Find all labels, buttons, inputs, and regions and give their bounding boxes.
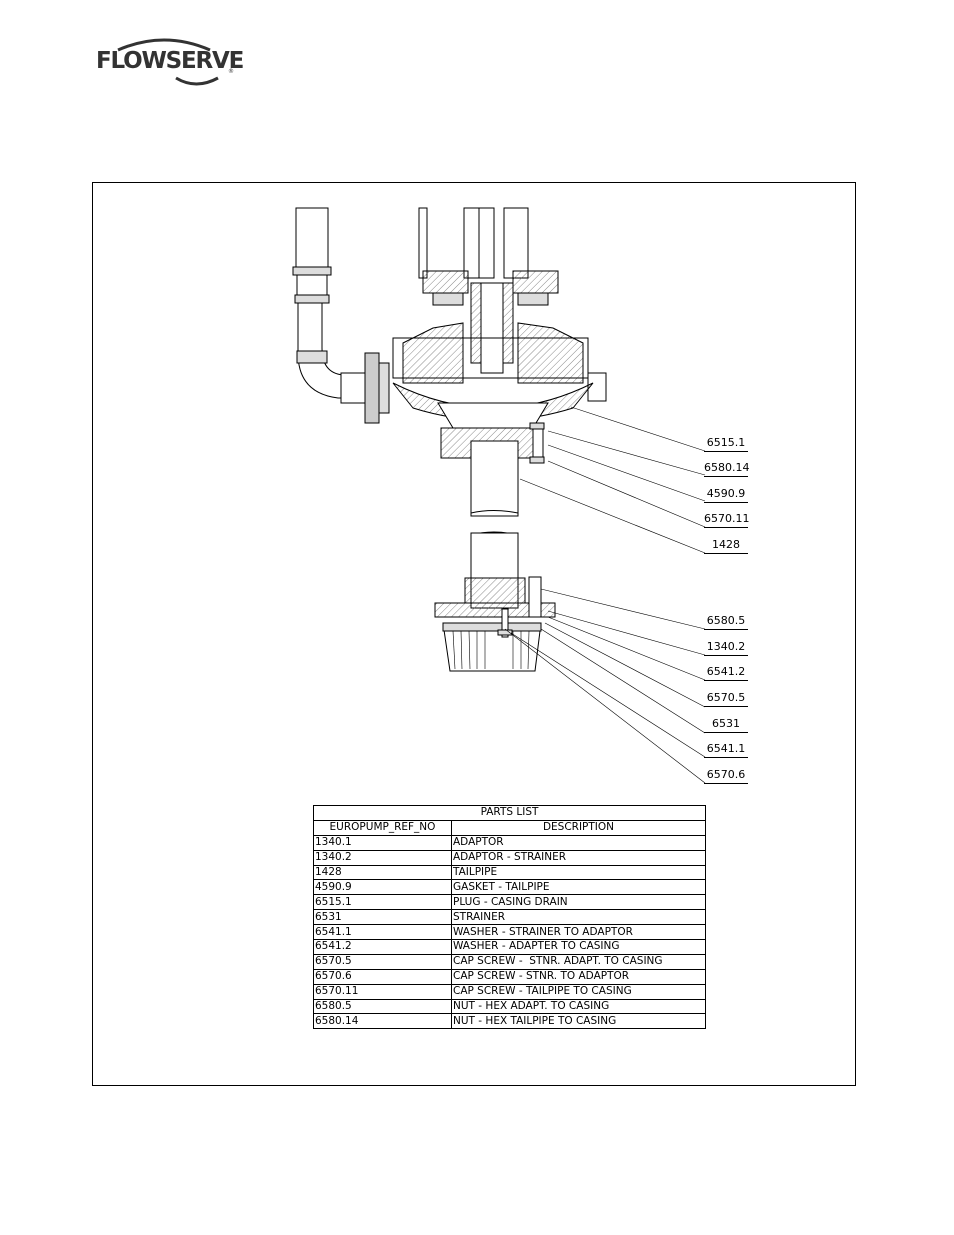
callout-4590-9: 4590.9 [704, 487, 748, 503]
callout-1340-2: 1340.2 [704, 640, 748, 656]
callout-6570-5: 6570.5 [704, 691, 748, 707]
description-cell: WASHER - STRAINER TO ADAPTOR [451, 924, 706, 941]
description-cell: PLUG - CASING DRAIN [451, 894, 706, 911]
description-cell: STRAINER [451, 909, 706, 926]
description-cell: NUT - HEX TAILPIPE TO CASING [451, 1013, 706, 1030]
callout-6570-11: 6570.11 [704, 512, 750, 528]
ref-no-cell: 6541.1 [313, 924, 452, 941]
description-cell: ADAPTOR - STRAINER [451, 849, 706, 866]
ref-no-cell: 1340.2 [313, 849, 452, 866]
description-cell: TAILPIPE [451, 864, 706, 881]
logo-swoosh-icon [117, 38, 219, 86]
ref-no-cell: 4590.9 [313, 879, 452, 896]
parts-list-title: PARTS LIST [313, 805, 706, 821]
ref-no-cell: 6580.14 [313, 1013, 452, 1030]
parts-list-title-row: PARTS LIST [313, 805, 706, 821]
callout-6531: 6531 [704, 717, 748, 733]
callout-6570-6: 6570.6 [704, 768, 748, 784]
description-cell: WASHER - ADAPTER TO CASING [451, 939, 706, 955]
callout-6580-14: 6580.14 [704, 461, 750, 477]
ref-no-cell: 6580.5 [313, 998, 452, 1015]
column-header-description: DESCRIPTION [451, 819, 706, 836]
drawing-frame [92, 182, 856, 1086]
description-cell: GASKET - TAILPIPE [451, 879, 706, 896]
column-header-ref-no: EUROPUMP_REF_NO [313, 819, 452, 836]
callout-1428: 1428 [704, 538, 748, 554]
ref-no-cell: 6515.1 [313, 894, 452, 911]
callout-6515-1: 6515.1 [704, 436, 748, 452]
description-cell: CAP SCREW - TAILPIPE TO CASING [451, 983, 706, 1000]
ref-no-cell: 6541.2 [313, 939, 452, 955]
description-cell: CAP SCREW - STNR. ADAPT. TO CASING [451, 953, 706, 970]
logo-wordmark: FLOWSERVE [96, 48, 244, 74]
parts-list-header-row: EUROPUMP_REF_NO DESCRIPTION [313, 819, 706, 836]
parts-list-table: PARTS LIST EUROPUMP_REF_NO DESCRIPTION 1… [313, 805, 706, 1030]
ref-no-cell: 1340.1 [313, 834, 452, 851]
ref-no-cell: 6570.6 [313, 968, 452, 985]
ref-no-cell: 6570.5 [313, 953, 452, 970]
ref-no-cell: 6531 [313, 909, 452, 926]
description-cell: ADAPTOR [451, 834, 706, 851]
callout-6541-1: 6541.1 [704, 742, 748, 758]
callout-6580-5: 6580.5 [704, 614, 748, 630]
description-cell: CAP SCREW - STNR. TO ADAPTOR [451, 968, 706, 985]
description-cell: NUT - HEX ADAPT. TO CASING [451, 998, 706, 1015]
ref-no-cell: 1428 [313, 864, 452, 881]
flowserve-logo: FLOWSERVE ® [96, 36, 244, 92]
registered-mark: ® [228, 68, 234, 75]
callout-6541-2: 6541.2 [704, 665, 748, 681]
pump-section-drawing [292, 207, 706, 784]
ref-no-cell: 6570.11 [313, 983, 452, 1000]
